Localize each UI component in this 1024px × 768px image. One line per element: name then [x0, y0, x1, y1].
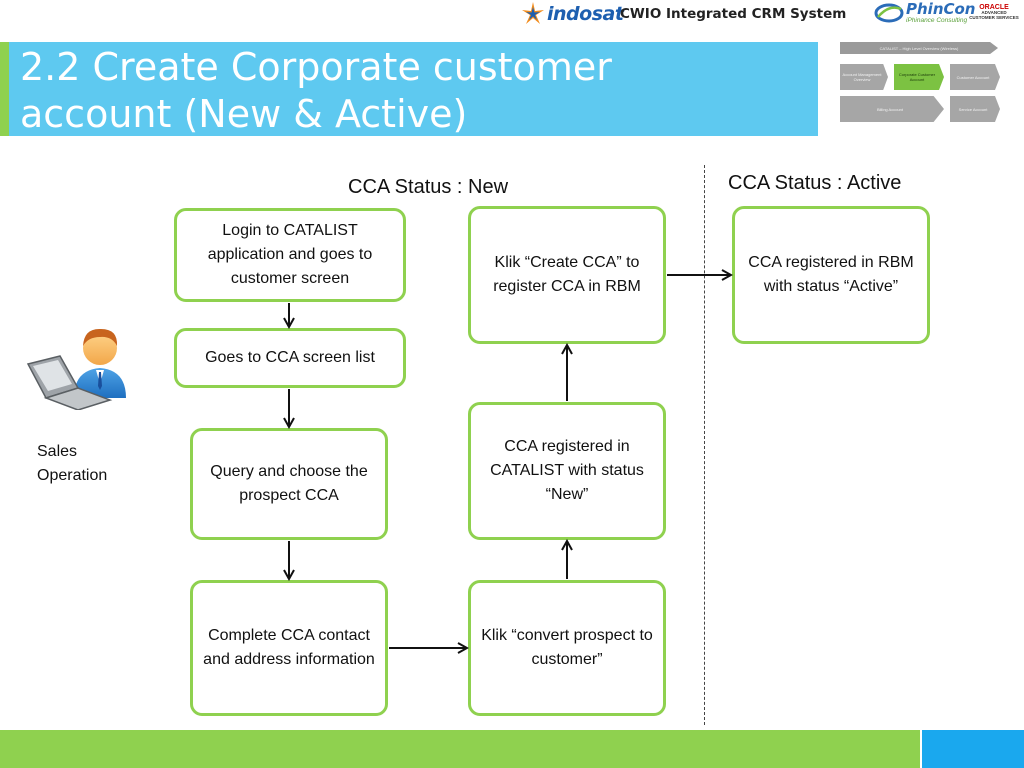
mini-step-account-management: Account Management Overview [840, 64, 888, 90]
oracle-logo-text: ORACLE [979, 4, 1009, 11]
system-title: CWIO Integrated CRM System [620, 6, 847, 22]
step-cca-screen-list: Goes to CCA screen list [174, 328, 406, 388]
mini-process-map: CATALIST – High Level Overview (Wireless… [836, 40, 1006, 126]
phincon-logo-subtitle: iPhinance Consulting [906, 17, 968, 24]
title-band [0, 42, 818, 136]
mini-step-customer-account: Customer Account [950, 64, 1000, 90]
footer-green-bar [0, 730, 920, 768]
indosat-star-icon [522, 2, 544, 24]
step-convert-prospect: Klik “convert prospect to customer” [468, 580, 666, 716]
oracle-logo: ORACLE ADVANCED CUSTOMER SERVICES [968, 4, 1020, 20]
step-query-prospect: Query and choose the prospect CCA [190, 428, 388, 540]
footer-blue-bar [922, 730, 1024, 768]
step-registered-active: CCA registered in RBM with status “Activ… [732, 206, 930, 344]
actor-label: Sales Operation [37, 443, 108, 484]
status-divider [704, 165, 705, 725]
sales-operation-actor [26, 320, 132, 411]
phincon-logo-text: PhinCon [906, 0, 976, 18]
slide-title: 2.2 Create Corporate customer account (N… [20, 45, 612, 136]
mini-step-billing-account: Billing Account [840, 96, 944, 122]
step-registered-new: CCA registered in CATALIST with status “… [468, 402, 666, 540]
mini-step-service-account: Service Account [950, 96, 1000, 122]
mini-step-corporate-customer-account: Corporate Customer Account [894, 64, 944, 90]
heading-status-new: CCA Status : New [348, 176, 509, 198]
phincon-swoosh-icon [874, 3, 904, 23]
user-at-laptop-icon [26, 328, 126, 411]
step-login-catalist: Login to CATALIST application and goes t… [174, 208, 406, 302]
step-complete-contact: Complete CCA contact and address informa… [190, 580, 388, 716]
mini-map-top-bar: CATALIST – High Level Overview (Wireless… [840, 42, 998, 54]
step-create-cca: Klik “Create CCA” to register CCA in RBM [468, 206, 666, 344]
oracle-logo-subtitle: ADVANCED CUSTOMER SERVICES [969, 10, 1019, 20]
heading-status-active: CCA Status : Active [728, 172, 902, 194]
phincon-logo: PhinCon iPhinance Consulting [874, 2, 976, 25]
indosat-logo-text: indosat [547, 3, 624, 25]
indosat-logo: indosat [522, 2, 624, 26]
title-accent-bar [0, 42, 9, 136]
